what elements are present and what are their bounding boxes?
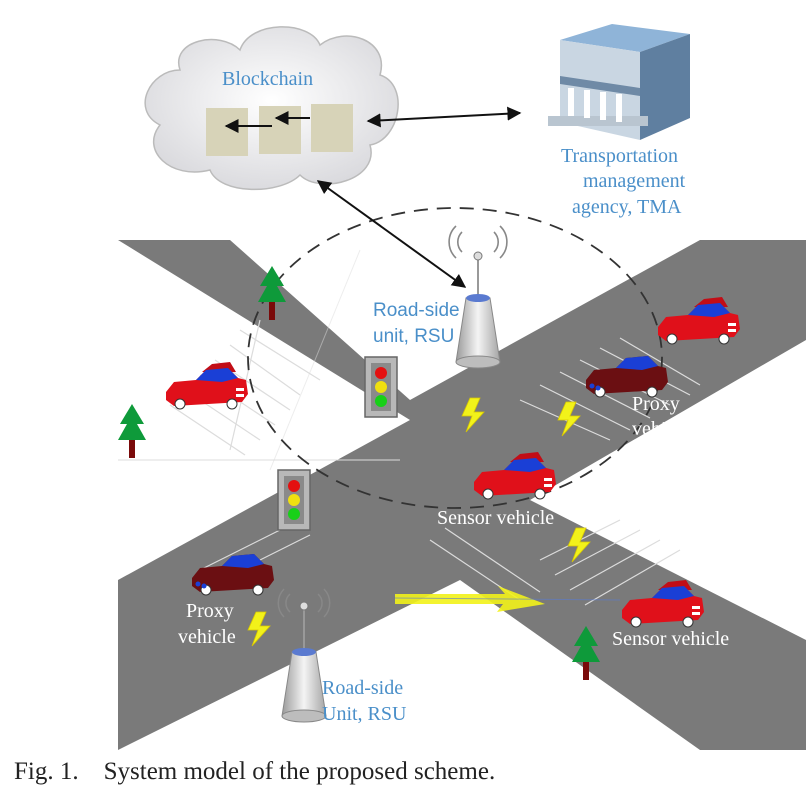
- figure-caption-text: System model of the proposed scheme.: [103, 758, 496, 785]
- traffic-light-icon: [364, 356, 398, 418]
- tma-label-line2: management: [583, 170, 686, 192]
- tma-label-line1: Transportation: [561, 145, 678, 167]
- rsu-tower-icon: [277, 588, 331, 723]
- rsu-top-label-line2: unit, RSU: [373, 326, 454, 347]
- rsu-tower-icon: [448, 225, 508, 369]
- rsu-bottom-label-line1: Road-side: [322, 677, 403, 699]
- figure-caption: Fig. 1. System model of the proposed sch…: [14, 758, 495, 786]
- sensor-vehicle-right-label: Sensor vehicle: [612, 628, 729, 650]
- cloud-icon: [144, 26, 399, 191]
- rsu-top-label-line1: Road-side: [373, 300, 460, 321]
- proxy-vehicle-right-line2: vehicle: [632, 418, 690, 440]
- rsu-bottom-label-line2: Unit, RSU: [322, 703, 407, 725]
- cloud-rsu-link: [316, 180, 467, 288]
- blockchain-label: Blockchain: [222, 68, 313, 90]
- sensor-vehicle-center-label: Sensor vehicle: [437, 507, 554, 529]
- rsu-coverage-range: [247, 207, 663, 509]
- cloud-tma-link: [366, 106, 522, 128]
- building-icon: [548, 24, 690, 140]
- tma-label-line3: agency, TMA: [572, 196, 682, 218]
- proxy-vehicle-left-line2: vehicle: [178, 626, 236, 648]
- proxy-vehicle-left-line1: Proxy: [186, 600, 234, 622]
- traffic-light-icon: [277, 469, 311, 531]
- proxy-vehicle-right-line1: Proxy: [632, 393, 680, 415]
- figure-number: Fig. 1.: [14, 758, 79, 785]
